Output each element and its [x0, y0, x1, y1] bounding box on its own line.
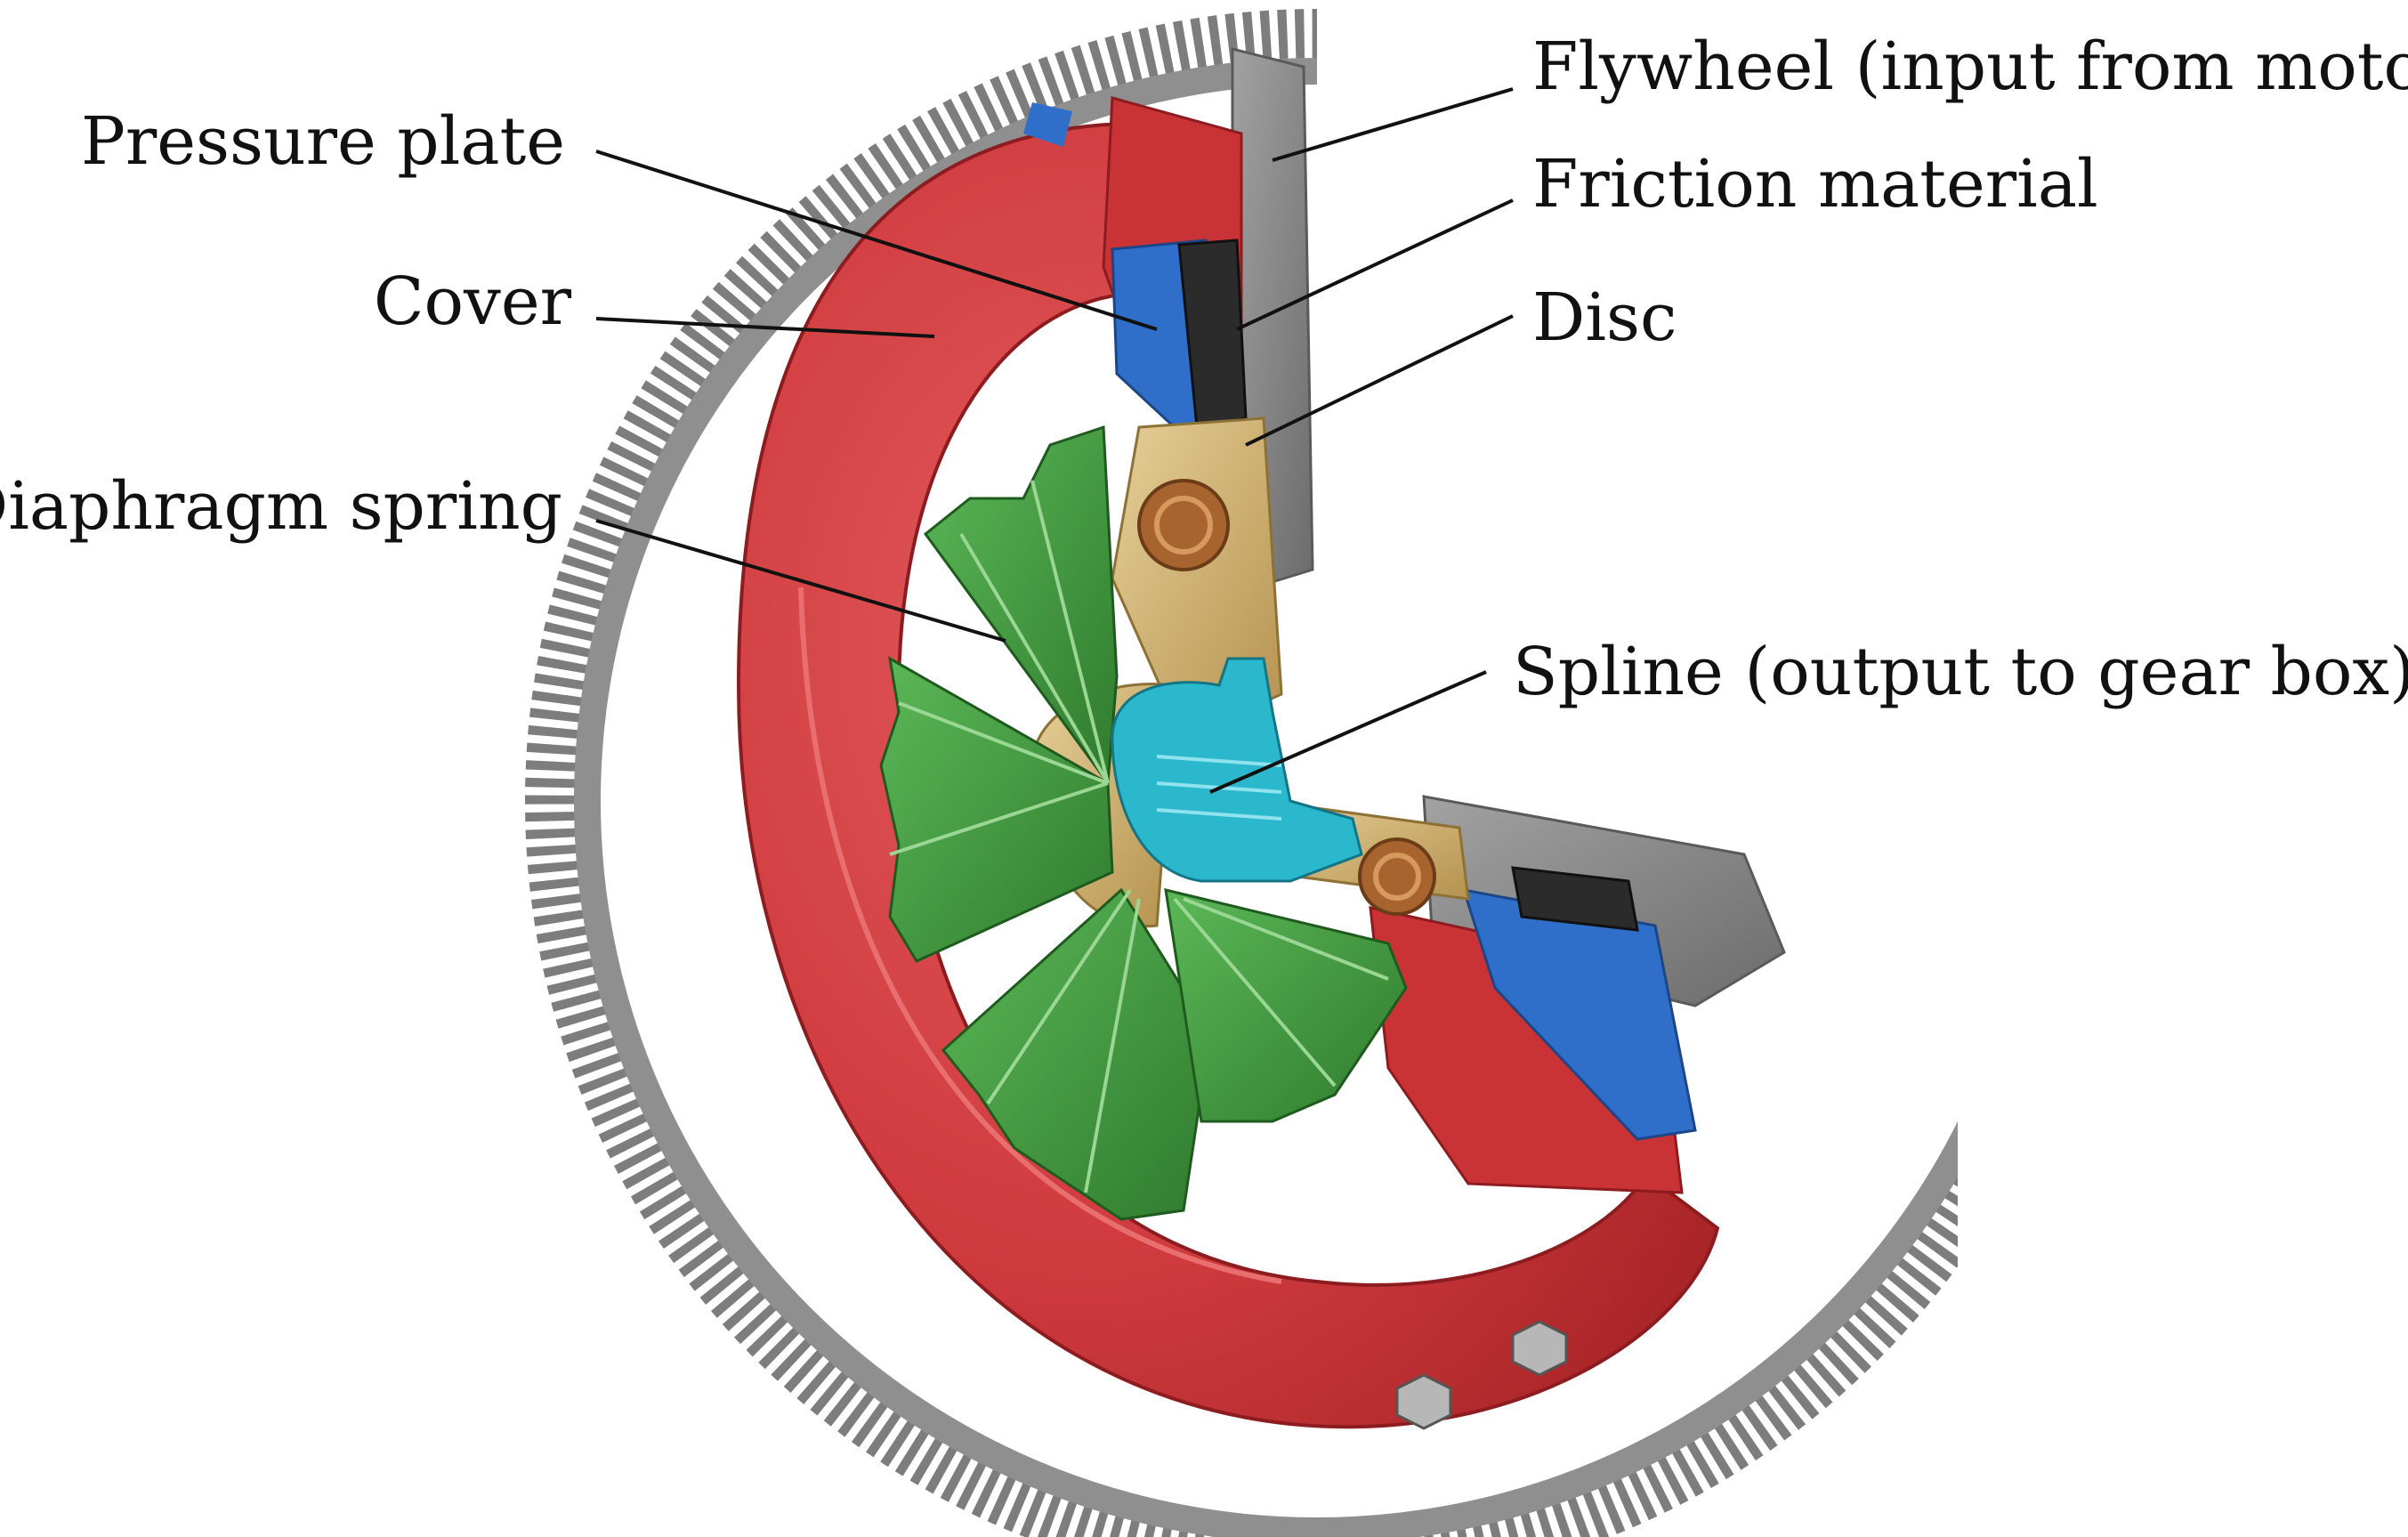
label-flywheel: Flywheel (input from motor): [1532, 28, 2408, 105]
diaphragm-spring: [879, 425, 1408, 1221]
leader-diaphragm-spring: [595, 519, 1006, 643]
leader-pressure-plate: [595, 150, 1158, 331]
bolt: [1395, 1320, 1568, 1430]
label-friction-material: Friction material: [1532, 146, 2098, 222]
label-pressure-plate: Pressure plate: [81, 103, 565, 180]
leader-spline: [1209, 670, 1487, 794]
leader-cover: [595, 317, 935, 338]
leader-disc: [1245, 314, 1514, 447]
torsion-spring: [1137, 479, 1436, 916]
friction-material: [1177, 239, 1639, 932]
label-disc: Disc: [1532, 279, 1677, 356]
label-diaphragm-spring: Diaphragm spring: [0, 468, 562, 545]
label-cover: Cover: [374, 263, 572, 340]
leader-flywheel: [1272, 87, 1514, 162]
leader-lines: [595, 87, 1514, 794]
spline: [1111, 657, 1363, 883]
label-spline: Spline (output to gear box): [1513, 634, 2408, 710]
leader-friction-material: [1236, 198, 1514, 331]
